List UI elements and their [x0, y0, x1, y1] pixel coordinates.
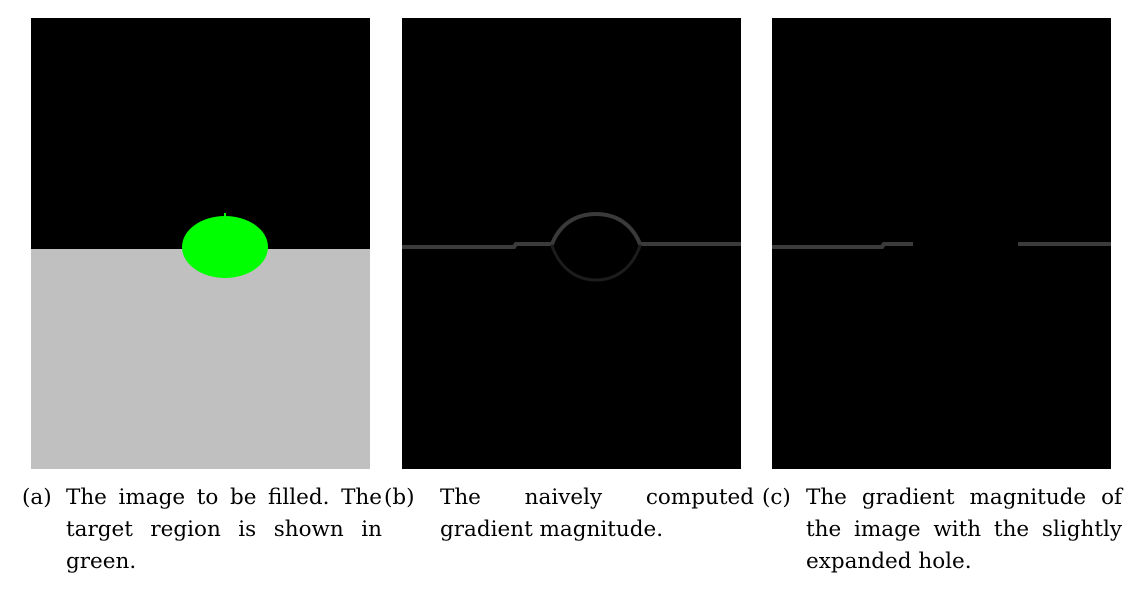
hole-boundary-upper [550, 211, 642, 246]
caption-text: The gradient magnitude of the image with… [806, 485, 1122, 574]
dark-top-region [31, 18, 370, 249]
gradient-edge-left [402, 242, 554, 249]
naive-gradient-graphic [402, 211, 741, 282]
caption-text: The naively computed gradient magnitude. [440, 485, 754, 542]
target-region-tip [224, 213, 226, 217]
hole-boundary-lower [550, 244, 642, 282]
naive-gradient-image [402, 18, 741, 469]
gray-bottom-region [31, 249, 370, 469]
expanded-hole-gradient-image [772, 18, 1111, 469]
caption-label: (c) [762, 485, 791, 510]
target-region [182, 216, 268, 278]
caption-text: The image to be filled. The target regio… [66, 485, 382, 574]
gradient-edge-left [772, 242, 913, 249]
image-to-be-filled [31, 18, 370, 469]
caption-label: (b) [384, 485, 415, 510]
image-to-be-filled-graphic [31, 18, 370, 469]
caption-label: (a) [22, 485, 52, 510]
expanded-hole-gradient-graphic [772, 242, 1111, 249]
